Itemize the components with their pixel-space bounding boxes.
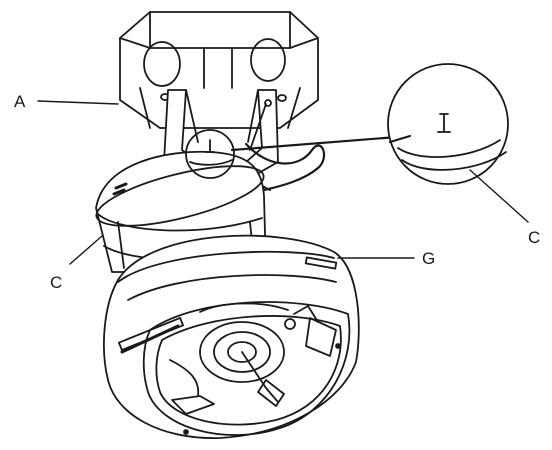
dome-interior [169, 302, 341, 435]
callout-c-left: C [50, 273, 62, 292]
leader-line-c-right [469, 169, 529, 223]
callout-c-right: C [528, 228, 540, 247]
camera-dome-housing [103, 234, 360, 439]
junction-box [119, 11, 319, 129]
leader-line-a [37, 100, 119, 105]
callout-g: G [422, 249, 435, 268]
leader-lines [37, 100, 529, 265]
screw-detail-inset [185, 63, 509, 185]
callout-a: A [14, 92, 26, 111]
leader-line-c-left [69, 235, 103, 265]
